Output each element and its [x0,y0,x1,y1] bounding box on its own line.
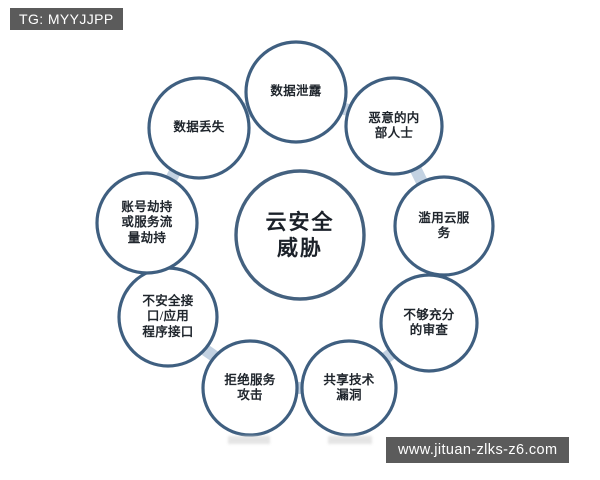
bubble-data-breach[interactable] [244,40,348,144]
bubble-insecure-interfaces[interactable] [117,266,219,368]
bubble-insufficient-diligence[interactable] [379,273,479,373]
image-artifact-smudge-left [228,436,270,444]
bubble-data-loss[interactable] [147,76,251,180]
bubble-malicious-insiders[interactable] [344,76,444,176]
bubble-denial-of-service[interactable] [201,339,299,437]
watermark-top-left: TG: MYYJJPP [10,8,123,30]
bubble-cloud-service-abuse[interactable] [393,175,495,277]
watermark-bottom-right: www.jituan-zlks-z6.com [386,437,570,463]
bubble-cloud-security-threats[interactable] [234,169,366,301]
bubble-account-hijacking[interactable] [95,171,199,275]
bubble-shared-tech-vulns[interactable] [300,339,398,437]
image-artifact-smudge-right [328,436,372,444]
outer-bubbles-group [95,40,495,437]
